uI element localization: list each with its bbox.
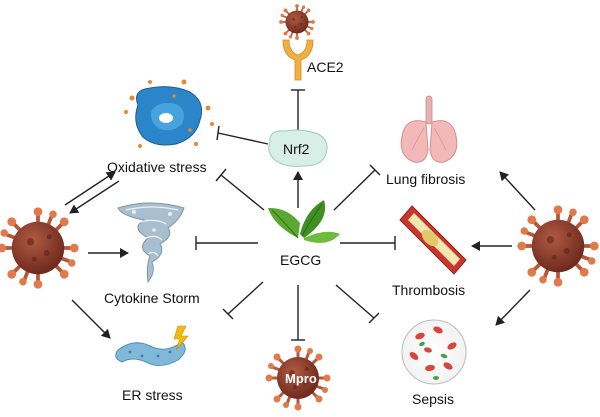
oxidative-stress-label: Oxidative stress [107,159,207,175]
lightning-icon [173,325,189,351]
tornado-icon [117,202,185,284]
mpro-label: Mpro [285,371,317,386]
edge-egcg-inhibits-sepsis [335,284,375,319]
lungs-icon [400,95,458,163]
blood-cells-icon [401,319,467,385]
edge-nrf2-inhibits-oxidative [217,132,269,145]
cytokine-storm-label: Cytokine Storm [104,290,200,306]
edge-oxidative-to-virus [69,180,120,214]
receptor-icon [282,39,314,81]
edge-egcg-inhibits-oxidative [220,174,265,211]
egcg-label: EGCG [280,252,321,268]
virus-icon [278,3,316,41]
nrf2-node [268,129,328,167]
edge-egcg-inhibits-er [227,281,264,315]
ace2-label: ACE2 [307,59,344,75]
virus-icon [515,203,600,289]
leaf-icon [268,200,340,243]
edge-virus-to-oxidative [64,171,116,206]
er-stress-label: ER stress [122,387,183,403]
vessel-icon [399,205,467,275]
er-icon [115,341,186,366]
cell-icon [124,79,214,148]
edge-virus-to-er [71,299,111,339]
nrf2-label: Nrf2 [283,141,310,157]
lung-fibrosis-label: Lung fibrosis [386,171,465,187]
sepsis-label: Sepsis [412,391,454,407]
thrombosis-label: Thrombosis [392,282,465,298]
virus-icon [0,205,81,291]
edge-virus-to-sepsis [495,289,531,326]
edge-virus-to-lung [499,171,536,211]
connectors [64,89,536,341]
edge-egcg-inhibits-lung [333,169,376,211]
